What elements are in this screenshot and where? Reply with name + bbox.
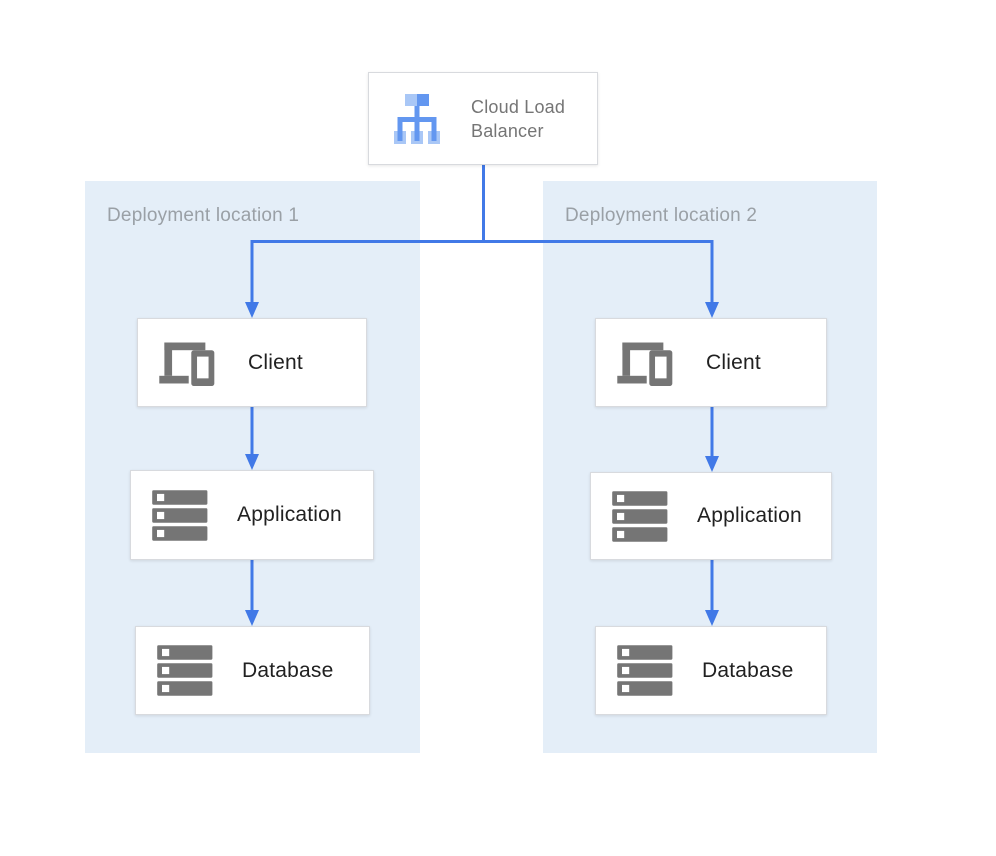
node-application-location-2: Application: [590, 472, 832, 560]
node-label-client: Client: [248, 350, 303, 374]
arrowhead-to-client-1: [245, 302, 259, 318]
node-label-database: Database: [702, 658, 794, 682]
devices-icon: [616, 336, 680, 390]
arrowhead-to-client-2: [705, 302, 719, 318]
server-stack-icon: [611, 490, 671, 543]
node-label-client: Client: [706, 350, 761, 374]
node-label-load-balancer: Cloud Load Balancer: [471, 96, 566, 141]
node-database-location-2: Database: [595, 626, 827, 715]
node-client-location-1: Client: [137, 318, 367, 407]
load-balancer-icon: [389, 91, 445, 147]
node-database-location-1: Database: [135, 626, 370, 715]
node-label-application: Application: [697, 504, 802, 527]
arrowhead-to-db-1: [245, 610, 259, 626]
devices-icon: [158, 336, 222, 390]
arrowhead-to-app-1: [245, 454, 259, 470]
server-stack-icon: [156, 644, 216, 697]
server-stack-icon: [151, 489, 211, 542]
panel-label-deployment-location-1: Deployment location 1: [107, 205, 300, 226]
arrowhead-to-db-2: [705, 610, 719, 626]
panel-label-deployment-location-2: Deployment location 2: [565, 205, 758, 226]
node-application-location-1: Application: [130, 470, 374, 560]
arrowhead-to-app-2: [705, 456, 719, 472]
server-stack-icon: [616, 644, 676, 697]
node-label-database: Database: [242, 658, 334, 682]
node-cloud-load-balancer: Cloud Load Balancer: [368, 72, 598, 165]
connector-split: [250, 240, 714, 302]
node-label-application: Application: [237, 503, 342, 526]
node-client-location-2: Client: [595, 318, 827, 407]
